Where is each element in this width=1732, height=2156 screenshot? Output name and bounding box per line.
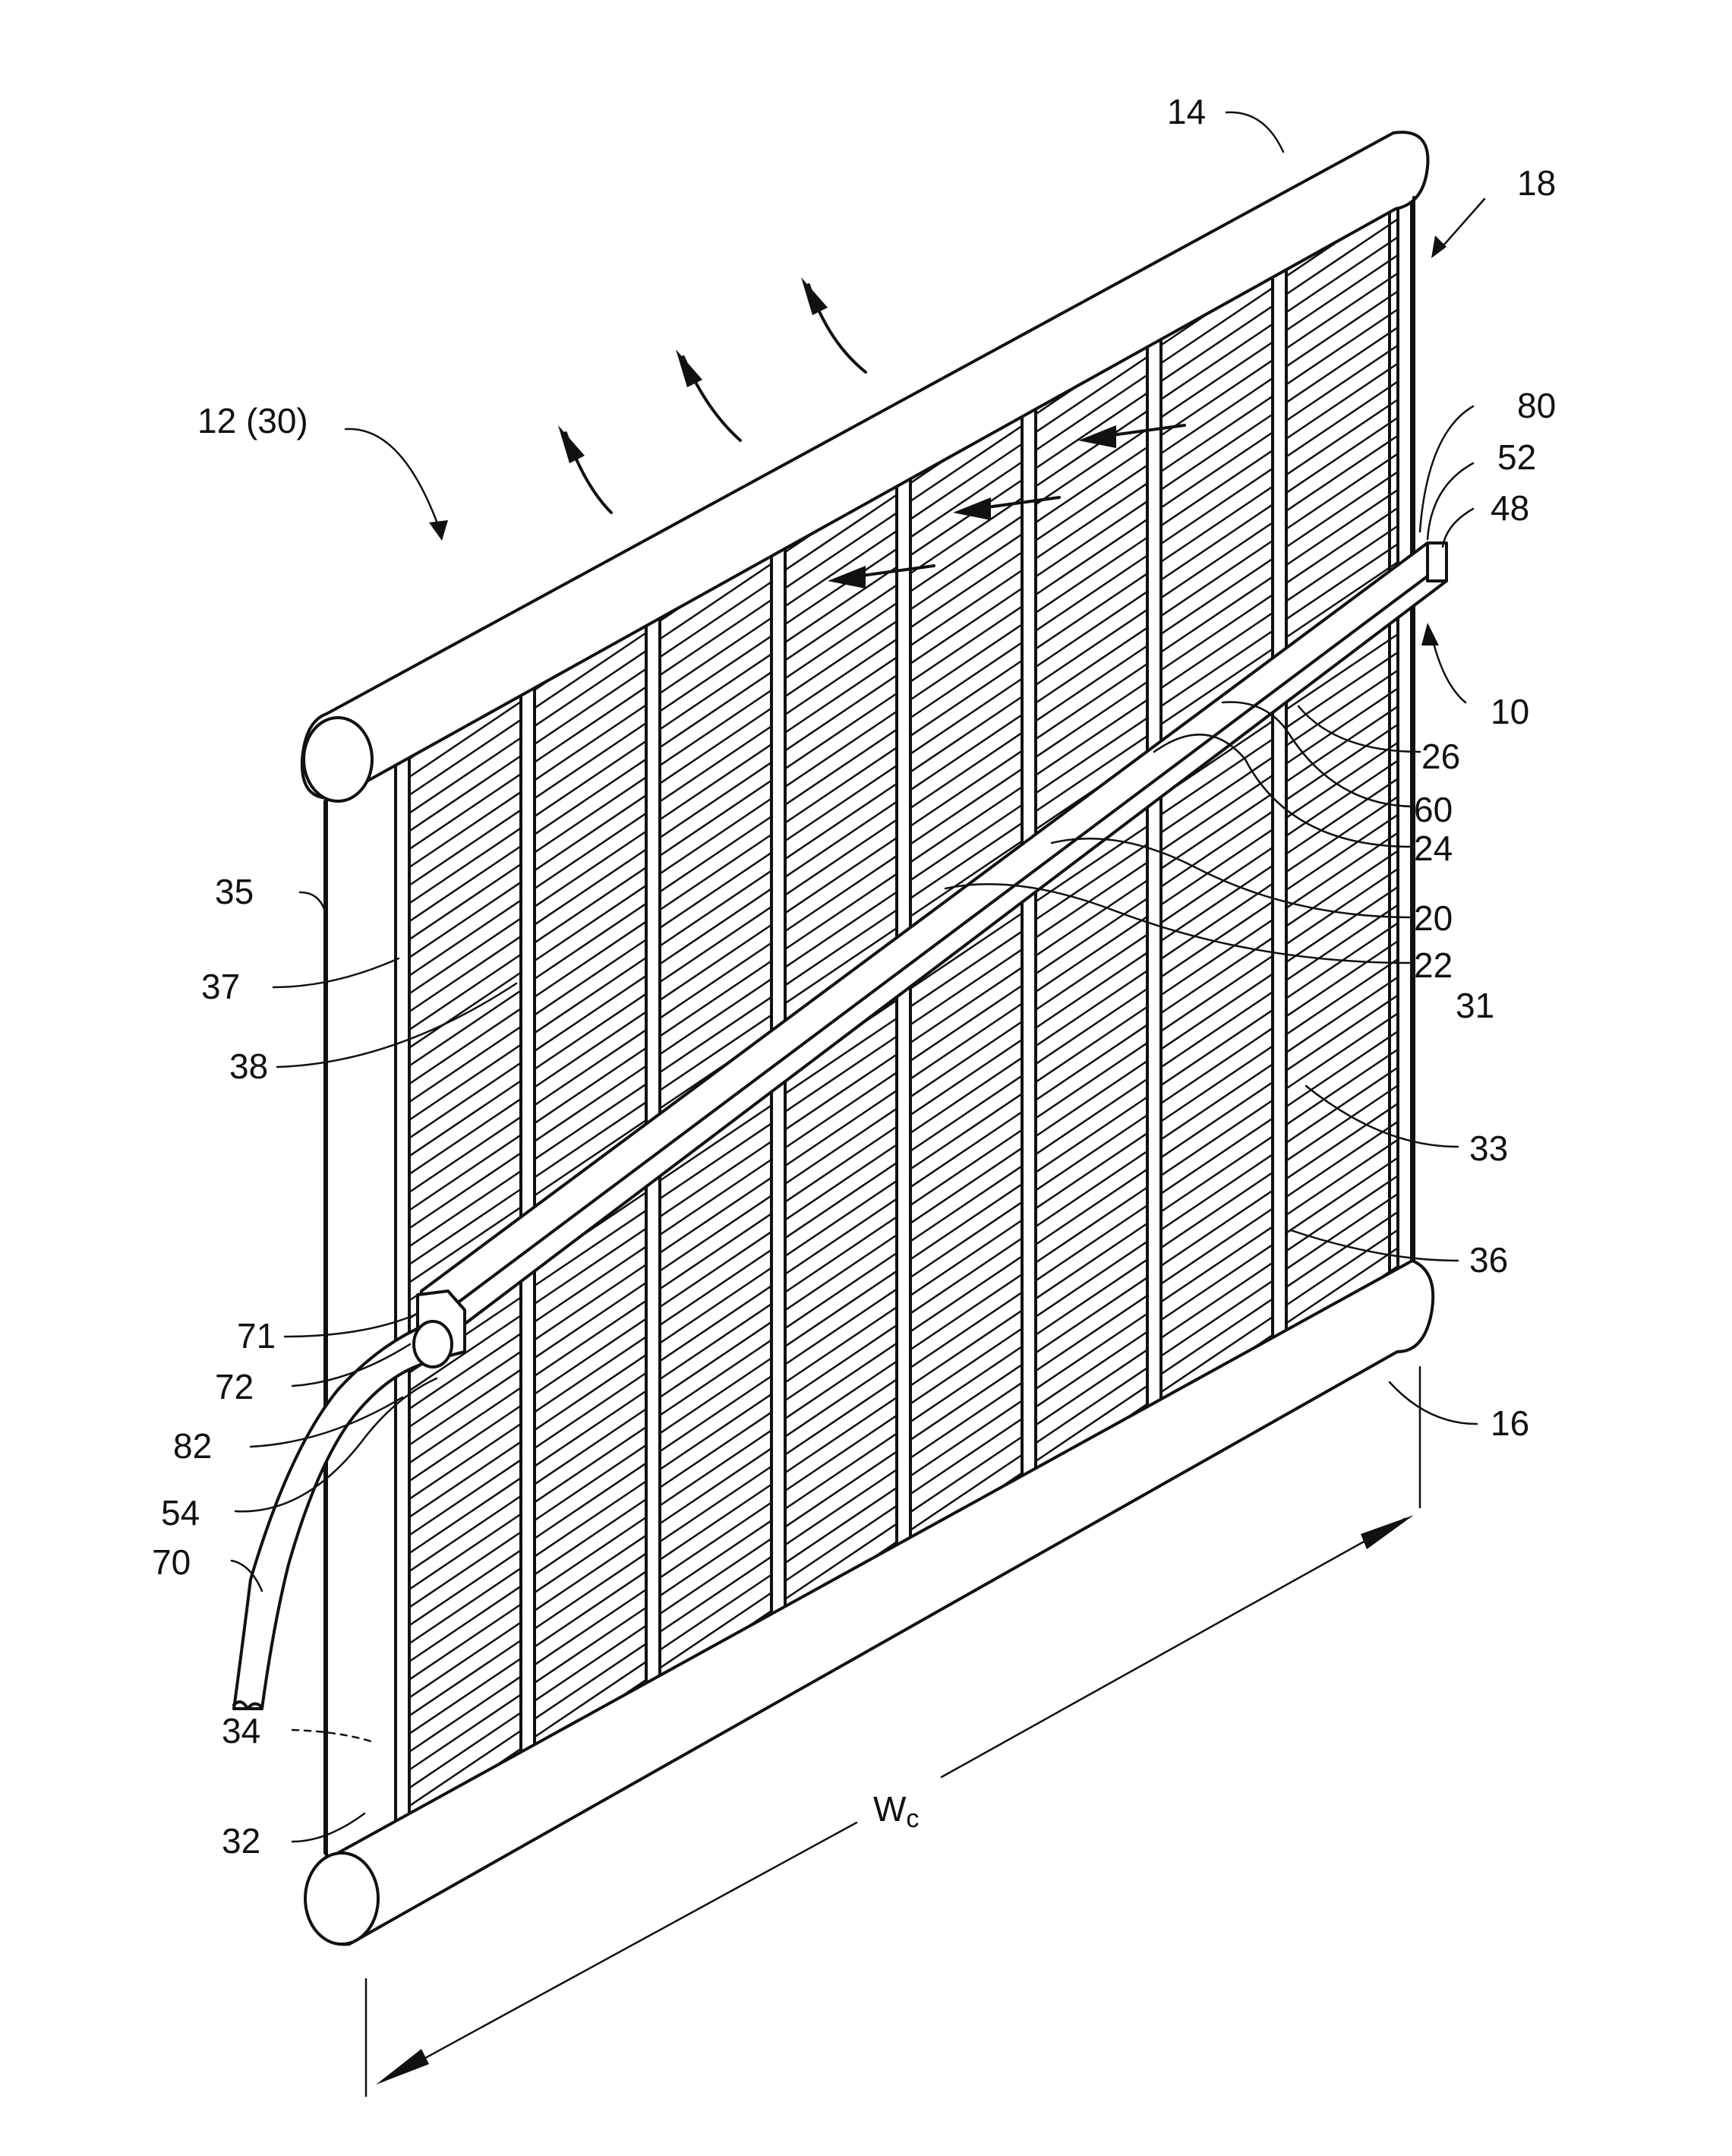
label-26: 26 xyxy=(1421,737,1460,776)
label-20: 20 xyxy=(1414,898,1453,938)
heat-exchanger-core xyxy=(302,132,1433,1944)
tube xyxy=(396,721,409,1861)
arrow-icon xyxy=(801,277,828,315)
tube xyxy=(897,446,910,1585)
label-72: 72 xyxy=(215,1367,254,1406)
label-35: 35 xyxy=(215,872,254,911)
label-18: 18 xyxy=(1517,163,1556,203)
arrow-icon xyxy=(558,425,585,463)
label-48: 48 xyxy=(1491,488,1529,528)
label-70: 70 xyxy=(152,1542,191,1582)
label-22: 22 xyxy=(1414,945,1453,985)
label-31: 31 xyxy=(1456,986,1494,1025)
arrow-icon xyxy=(676,349,702,387)
label-16: 16 xyxy=(1491,1403,1529,1443)
label-52: 52 xyxy=(1497,437,1536,477)
label-34: 34 xyxy=(222,1711,260,1750)
label-54: 54 xyxy=(161,1493,200,1533)
label-82: 82 xyxy=(173,1426,212,1466)
label-24: 24 xyxy=(1414,829,1453,868)
label-71: 71 xyxy=(237,1316,276,1356)
label-60: 60 xyxy=(1414,790,1453,829)
label-37: 37 xyxy=(201,967,240,1006)
label-36: 36 xyxy=(1469,1240,1508,1280)
label-12: 12 (30) xyxy=(197,401,308,440)
label-33: 33 xyxy=(1469,1129,1508,1168)
tube xyxy=(1147,308,1161,1447)
dimension-label-wc: Wc xyxy=(873,1789,919,1833)
label-38: 38 xyxy=(229,1046,268,1086)
label-32: 32 xyxy=(222,1821,260,1861)
label-80: 80 xyxy=(1517,386,1556,425)
label-10: 10 xyxy=(1491,692,1529,731)
tube xyxy=(1022,377,1036,1516)
label-14: 14 xyxy=(1167,92,1206,131)
